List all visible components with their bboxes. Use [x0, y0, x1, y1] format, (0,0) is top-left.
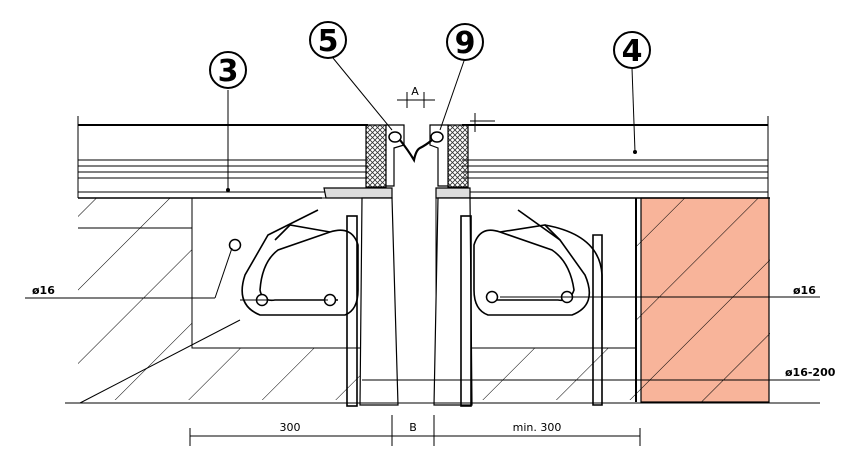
left-concrete-body — [78, 197, 363, 400]
leader-dots — [226, 150, 637, 192]
dimension-right-span: min. 300 — [513, 421, 562, 434]
svg-text:4: 4 — [622, 34, 643, 69]
rebar-label-left: ø16 — [32, 284, 55, 297]
right-edge-beam — [429, 124, 473, 406]
rebar-label-right: ø16 — [793, 284, 816, 297]
dimension-a: A — [411, 85, 419, 98]
leader-lines — [25, 57, 820, 404]
svg-text:5: 5 — [318, 24, 339, 59]
callout-9: 9 — [446, 23, 484, 61]
callout-5: 5 — [309, 21, 347, 59]
rebar-label-stirrup: ø16-200 — [785, 366, 836, 379]
right-anchor-loop — [460, 209, 603, 407]
svg-text:3: 3 — [218, 54, 239, 89]
right-concrete-body — [435, 197, 770, 403]
callout-3: 3 — [209, 51, 247, 89]
dimension-lines — [189, 92, 641, 446]
left-recess — [191, 197, 363, 349]
callout-4: 4 — [613, 31, 651, 69]
left-edge-beam — [323, 124, 405, 406]
right-rebars — [485, 290, 574, 304]
left-anchor-loop — [241, 209, 359, 407]
left-mesh-block — [365, 124, 387, 188]
right-surface-layers — [462, 116, 769, 198]
right-mesh-block — [447, 124, 469, 188]
left-surface-layers — [77, 116, 368, 198]
dimension-b: B — [409, 421, 417, 434]
svg-text:9: 9 — [455, 26, 476, 61]
dimension-left-span: 300 — [280, 421, 301, 434]
rubber-seal — [399, 139, 433, 164]
